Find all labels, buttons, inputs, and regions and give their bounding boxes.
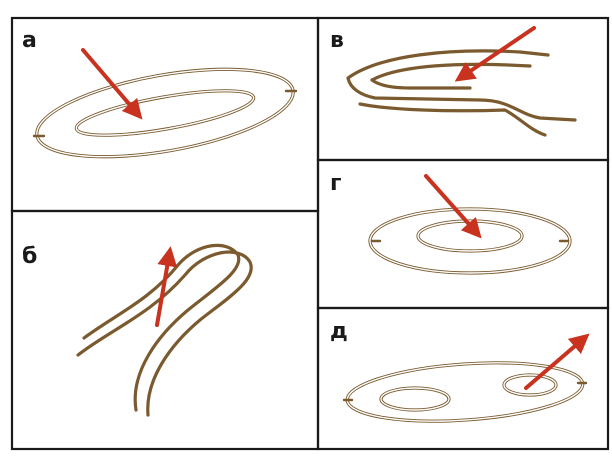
panel-a-label: а — [22, 28, 37, 53]
panel-a-frame — [10, 16, 320, 213]
panel-v-inner-contour — [370, 62, 532, 90]
panel-a-landform — [32, 48, 298, 159]
panel-frames — [10, 16, 610, 451]
panel-b-outer-contour — [76, 250, 253, 417]
panel-d-frame — [316, 306, 610, 451]
red-arrow-icon — [155, 246, 178, 327]
red-arrow-icon — [424, 174, 482, 239]
panel-g-frame — [316, 158, 610, 310]
panel-b-landform — [76, 243, 253, 417]
panel-g-landform — [368, 174, 572, 275]
panel-v-lower-contour — [358, 102, 547, 137]
panel-v-label: в — [330, 28, 344, 53]
panel-v-landform — [346, 26, 577, 137]
panel-g-label: г — [330, 171, 342, 196]
panel-d-landform — [342, 333, 590, 423]
red-arrow-icon — [81, 48, 143, 120]
red-arrow-icon — [454, 26, 536, 82]
panel-b-inner-contour — [82, 243, 241, 412]
red-arrow-icon — [524, 333, 590, 390]
panel-d-label: д — [330, 319, 348, 344]
panel-b-label: б — [22, 244, 37, 269]
panel-v-outer-contour — [346, 49, 577, 122]
